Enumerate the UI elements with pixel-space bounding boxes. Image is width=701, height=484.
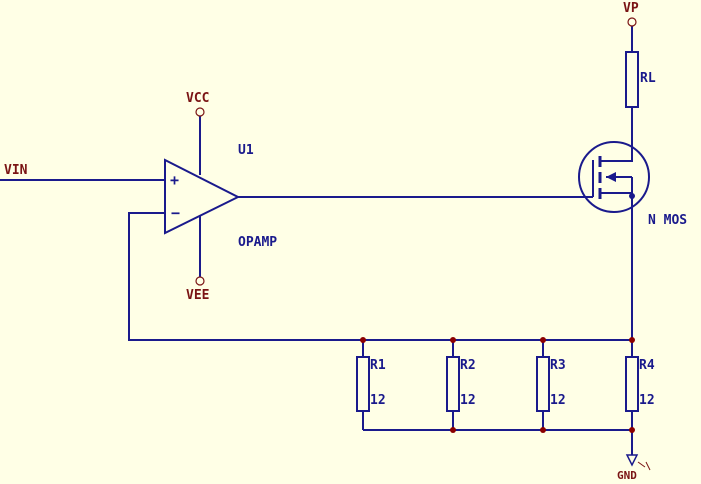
junction-dot — [540, 427, 546, 433]
opamp-u1: + − U1 OPAMP — [164, 143, 277, 250]
vp-net-label: VP — [623, 1, 639, 16]
resistor-r3: R3 12 — [536, 356, 566, 412]
r4-ref-label: R4 — [639, 358, 655, 373]
opamp-value-label: OPAMP — [238, 235, 277, 250]
r4-body — [625, 356, 639, 412]
vp-pin-icon — [627, 17, 637, 27]
resistor-r1: R1 12 — [356, 356, 386, 412]
nmos-transistor: N MOS — [578, 141, 687, 228]
r4-value-label: 12 — [639, 393, 655, 408]
r3-value-label: 12 — [550, 393, 566, 408]
r1-value-label: 12 — [370, 393, 386, 408]
junction-dot — [540, 337, 546, 343]
mosfet-source-dot — [629, 193, 635, 199]
vee-net-label: VEE — [186, 288, 209, 303]
opamp-triangle — [164, 158, 241, 235]
vin-net-label: VIN — [4, 163, 28, 178]
mosfet-envelope — [578, 141, 650, 213]
ground-symbol: GND — [617, 454, 651, 482]
r1-body — [356, 356, 370, 412]
opamp-minus-label: − — [171, 204, 180, 222]
resistor-r4: R4 12 — [625, 356, 655, 412]
mosfet-value-label: N MOS — [648, 213, 687, 228]
ground-icon — [625, 454, 639, 467]
junction-dot — [450, 337, 456, 343]
r2-body — [446, 356, 460, 412]
r2-ref-label: R2 — [460, 358, 476, 373]
rl-body — [625, 51, 639, 108]
r3-body — [536, 356, 550, 412]
feedback-wire — [128, 212, 632, 341]
vcc-pin-icon — [195, 107, 205, 117]
r1-ref-label: R1 — [370, 358, 386, 373]
junctions — [360, 337, 635, 433]
junction-dot — [629, 337, 635, 343]
opamp-plus-label: + — [170, 171, 179, 189]
gnd-net-label: GND — [617, 469, 637, 482]
resistor-r2: R2 12 — [446, 356, 476, 412]
mosfet-drain-lead — [600, 143, 633, 162]
mosfet-source-lead — [600, 192, 633, 210]
vee-pin-icon — [195, 276, 205, 286]
vcc-net-label: VCC — [186, 91, 209, 106]
junction-dot — [629, 427, 635, 433]
junction-dot — [450, 427, 456, 433]
ground-marker-icon — [637, 461, 646, 468]
rl-ref-label: RL — [640, 71, 656, 86]
ground-marker-icon — [645, 461, 651, 471]
load-resistor-rl: RL — [625, 51, 656, 108]
r3-ref-label: R3 — [550, 358, 566, 373]
junction-dot — [360, 337, 366, 343]
r2-value-label: 12 — [460, 393, 476, 408]
opamp-ref-label: U1 — [238, 143, 254, 158]
mosfet-arrow-icon — [606, 172, 616, 182]
